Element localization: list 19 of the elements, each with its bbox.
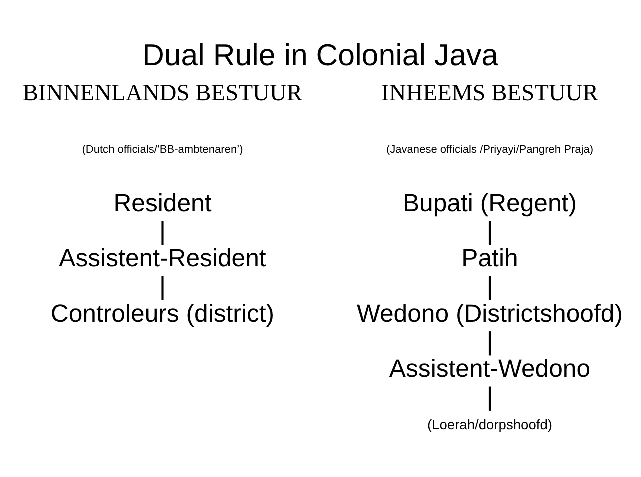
connector	[162, 276, 164, 300]
node-text: (Loerah/dorpshoofd)	[427, 418, 553, 433]
connector	[488, 386, 492, 411]
label: (Dutch officials/’BB-ambtenaren’)	[82, 144, 244, 156]
connector	[488, 332, 492, 356]
node-text: Wedono (Districtshoofd)	[356, 300, 624, 328]
node-text: Assistent-Wedono	[389, 356, 591, 384]
connector	[488, 276, 492, 300]
node-text: Resident	[114, 190, 212, 218]
node-text: Patih	[462, 246, 518, 273]
label: BINNENLANDS BESTUUR	[22, 80, 303, 107]
diagram-title: Dual Rule in Colonial Java	[142, 39, 499, 72]
label: INHEEMS BESTUUR	[381, 80, 599, 107]
connector	[488, 221, 492, 246]
node-text: Controleurs (district)	[50, 300, 275, 328]
node-text: Bupati (Regent)	[402, 190, 577, 218]
node-text: Assistent-Resident	[59, 246, 266, 273]
label: (Javanese officials /Priyayi/Pangreh Praja)	[386, 144, 594, 156]
connector	[162, 221, 164, 246]
